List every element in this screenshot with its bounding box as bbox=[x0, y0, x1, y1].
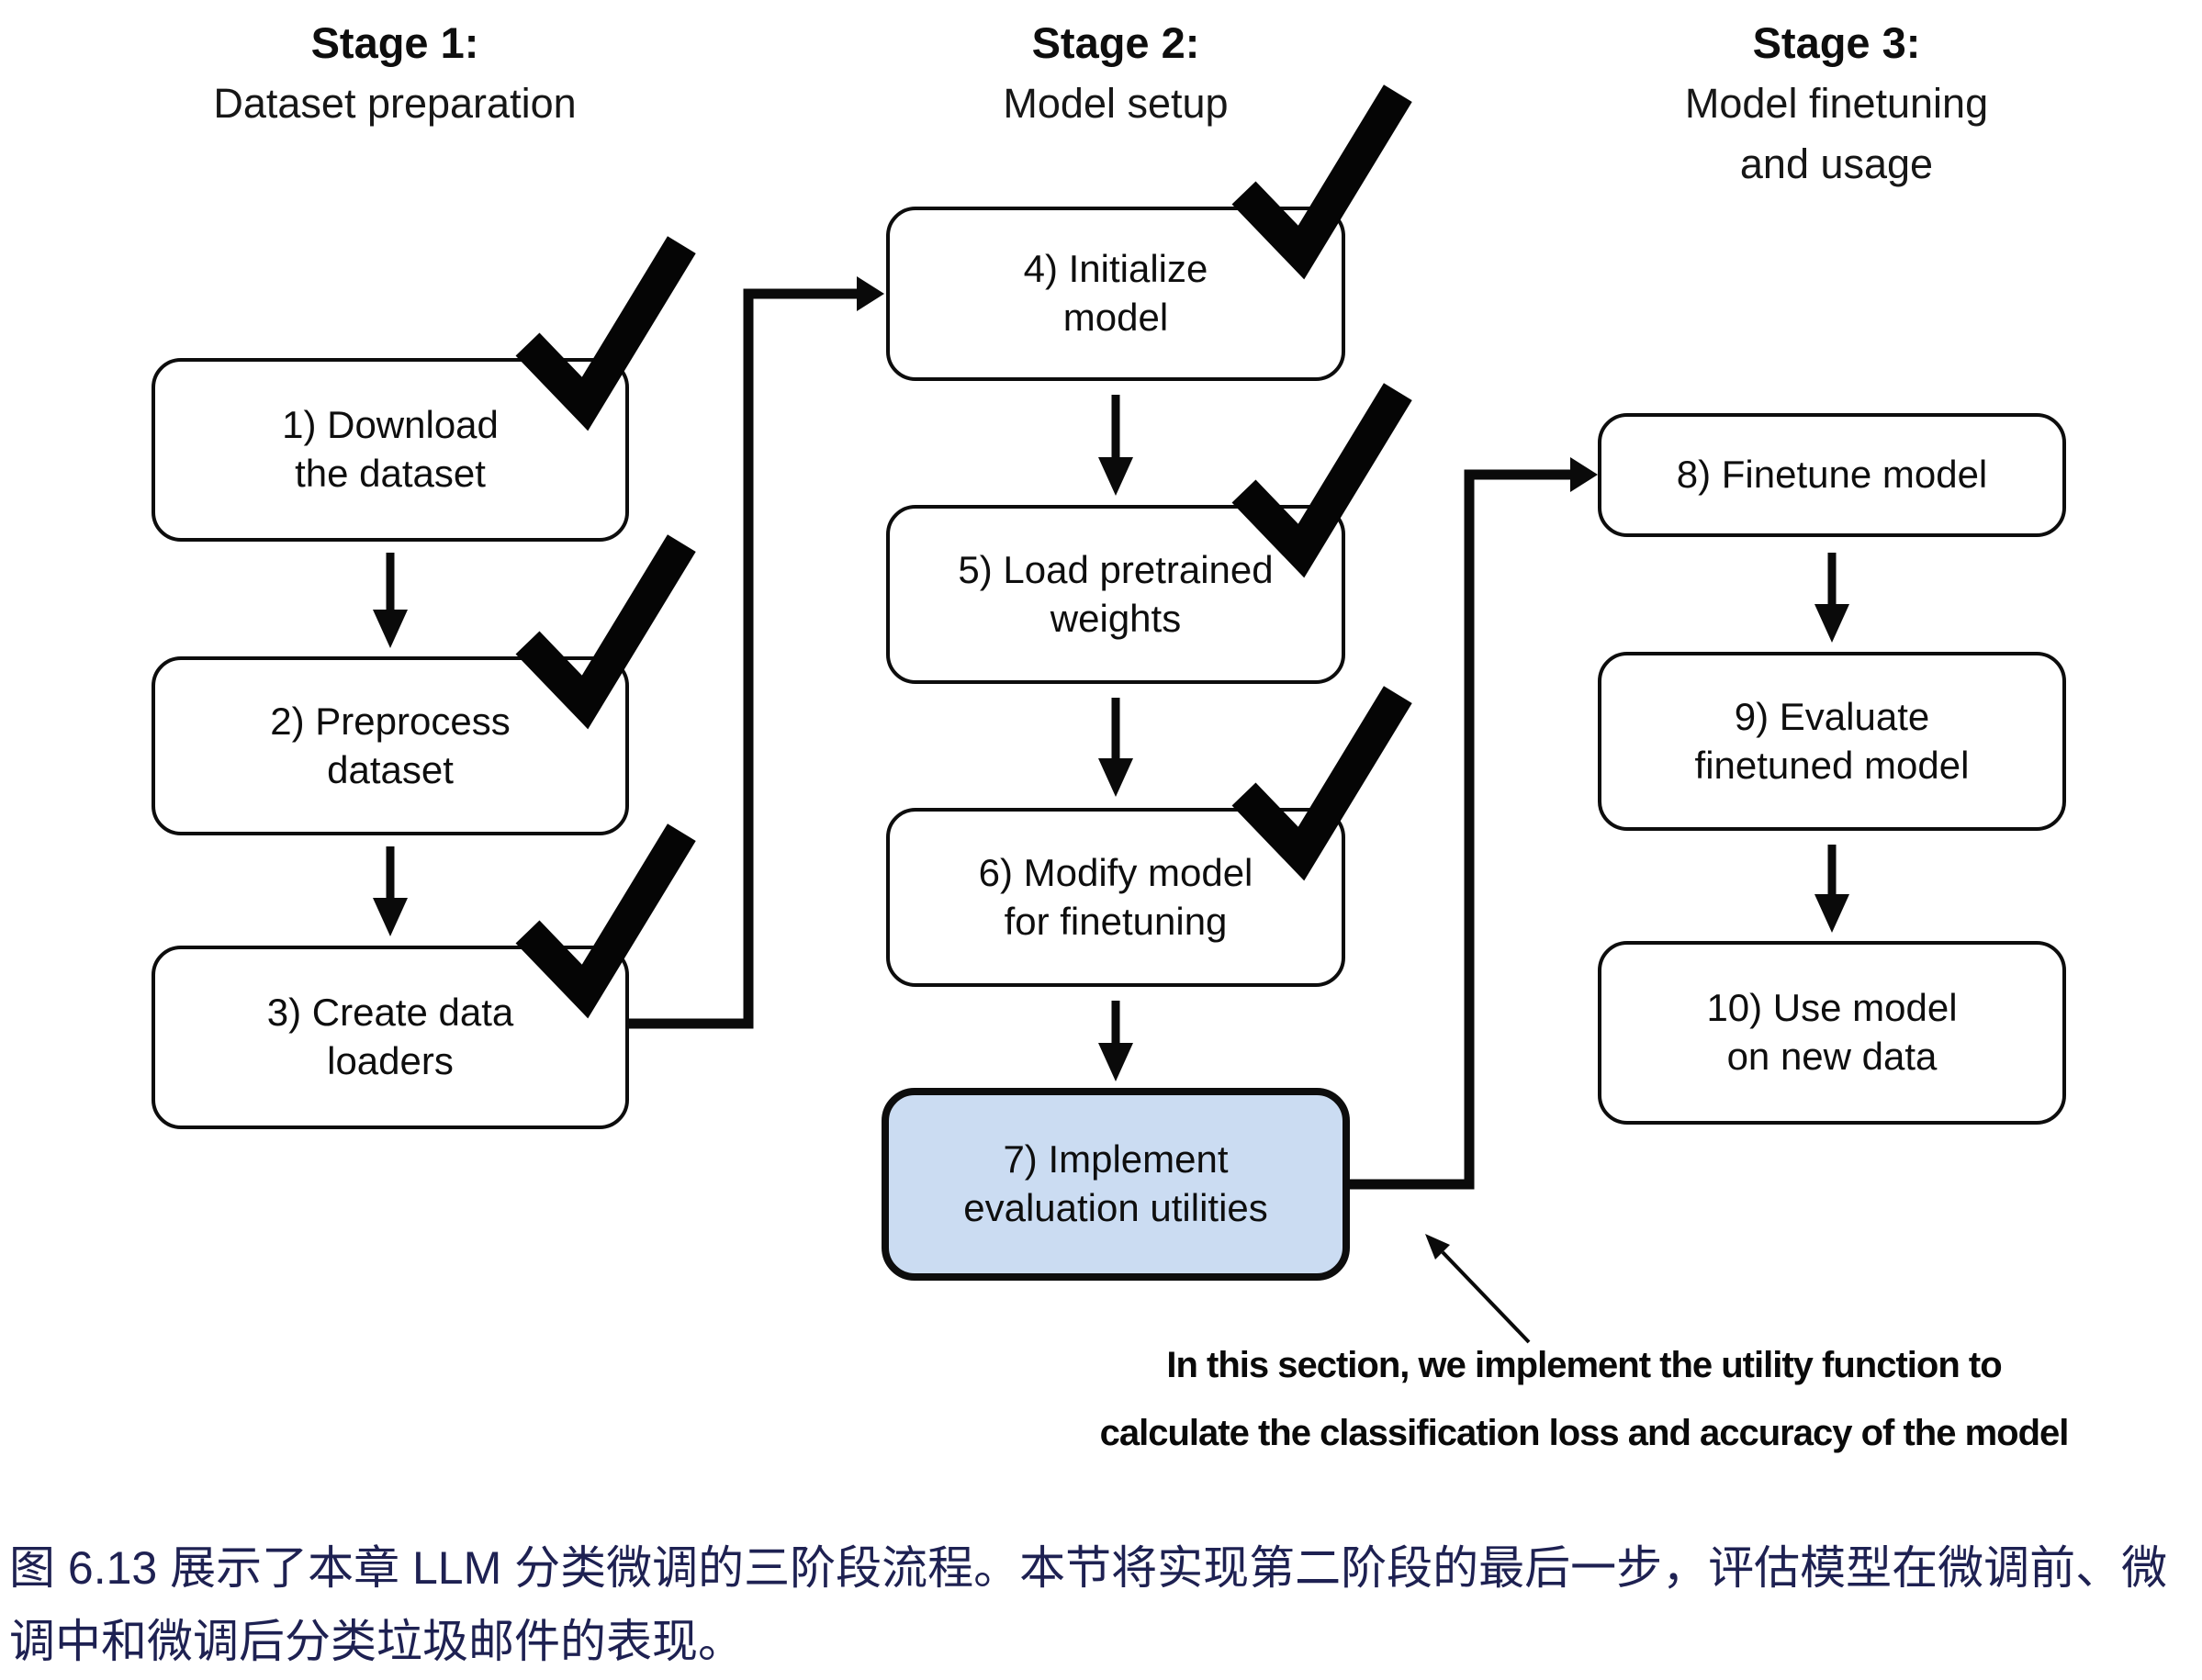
arrowhead bbox=[1098, 457, 1133, 496]
box-label: 4) Initialize bbox=[1023, 247, 1208, 291]
connector-box3-box4 bbox=[629, 288, 857, 1029]
stage3-title: Stage 3: bbox=[1752, 18, 1921, 67]
flow-box-3-create-data-loaders: 3) Create data loaders bbox=[152, 946, 629, 1129]
box-label: for finetuning bbox=[1004, 899, 1228, 943]
arrowhead bbox=[373, 898, 408, 936]
flow-box-4-initialize-model: 4) Initialize model bbox=[886, 207, 1345, 381]
arrowhead bbox=[1570, 457, 1598, 492]
arrowhead bbox=[1814, 894, 1849, 933]
box-label: 8) Finetune model bbox=[1676, 453, 1988, 497]
box-label: 6) Modify model bbox=[978, 850, 1253, 894]
box-label: 3) Create data bbox=[266, 991, 514, 1035]
box-label: 7) Implement bbox=[1003, 1137, 1229, 1182]
stage1-subtitle: Dataset preparation bbox=[213, 80, 577, 127]
flow-box-2-preprocess-dataset: 2) Preprocess dataset bbox=[152, 656, 629, 835]
box-label: 10) Use model bbox=[1706, 986, 1958, 1030]
box-label: the dataset bbox=[295, 452, 486, 495]
stage1-header: Stage 1: Dataset preparation bbox=[73, 13, 716, 134]
flow-box-5-load-pretrained-weights: 5) Load pretrained weights bbox=[886, 505, 1345, 684]
stage2-title: Stage 2: bbox=[1031, 18, 1200, 67]
box-label: dataset bbox=[327, 747, 454, 791]
stage2-header: Stage 2: Model setup bbox=[794, 13, 1437, 134]
flow-box-7-implement-evaluation-utilities: 7) Implement evaluation utilities bbox=[882, 1088, 1350, 1281]
box-label: 2) Preprocess bbox=[270, 699, 511, 743]
stage1-title: Stage 1: bbox=[310, 18, 479, 67]
box-label: 9) Evaluate bbox=[1734, 694, 1930, 738]
arrowhead bbox=[1098, 1043, 1133, 1081]
box-label: loaders bbox=[327, 1039, 454, 1082]
connector-box7-box8 bbox=[1350, 469, 1570, 1190]
annotation-pointer-arrowhead bbox=[1425, 1234, 1450, 1260]
arrowhead bbox=[373, 610, 408, 648]
stage3-subtitle-line2: and usage bbox=[1739, 140, 1934, 187]
annotation-line-2: calculate the classification loss and ac… bbox=[1099, 1413, 2070, 1453]
box-label: finetuned model bbox=[1694, 743, 1970, 787]
annotation-pointer-line bbox=[1441, 1250, 1531, 1344]
stage3-header: Stage 3: Model finetuning and usage bbox=[1515, 13, 2158, 195]
box-label: on new data bbox=[1726, 1035, 1938, 1078]
box-label: evaluation utilities bbox=[963, 1186, 1268, 1229]
flow-box-8-finetune-model: 8) Finetune model bbox=[1598, 413, 2066, 537]
flow-box-1-download-dataset: 1) Download the dataset bbox=[152, 358, 629, 542]
flow-box-10-use-model-new-data: 10) Use model on new data bbox=[1598, 941, 2066, 1125]
box-label: 5) Load pretrained bbox=[958, 547, 1274, 591]
box-label: model bbox=[1062, 296, 1169, 339]
stage3-subtitle-line1: Model finetuning bbox=[1684, 80, 1989, 127]
annotation-text: In this section, we implement the utilit… bbox=[969, 1331, 2199, 1467]
flow-box-9-evaluate-finetuned-model: 9) Evaluate finetuned model bbox=[1598, 652, 2066, 831]
annotation-line-1: In this section, we implement the utilit… bbox=[1166, 1345, 2002, 1385]
flow-box-6-modify-model: 6) Modify model for finetuning bbox=[886, 808, 1345, 987]
stage2-subtitle: Model setup bbox=[1003, 80, 1229, 127]
caption-line-1: 图 6.13 展示了本章 LLM 分类微调的三阶段流程。本节将实现第二阶段的最后… bbox=[9, 1542, 2168, 1594]
figure-caption: 图 6.13 展示了本章 LLM 分类微调的三阶段流程。本节将实现第二阶段的最后… bbox=[9, 1531, 2198, 1678]
arrowhead bbox=[1098, 758, 1133, 797]
box-label: 1) Download bbox=[282, 403, 499, 447]
caption-line-2: 调中和微调后分类垃圾邮件的表现。 bbox=[9, 1616, 744, 1667]
arrowhead bbox=[857, 276, 884, 311]
box-label: weights bbox=[1050, 596, 1182, 640]
arrowhead bbox=[1814, 604, 1849, 643]
